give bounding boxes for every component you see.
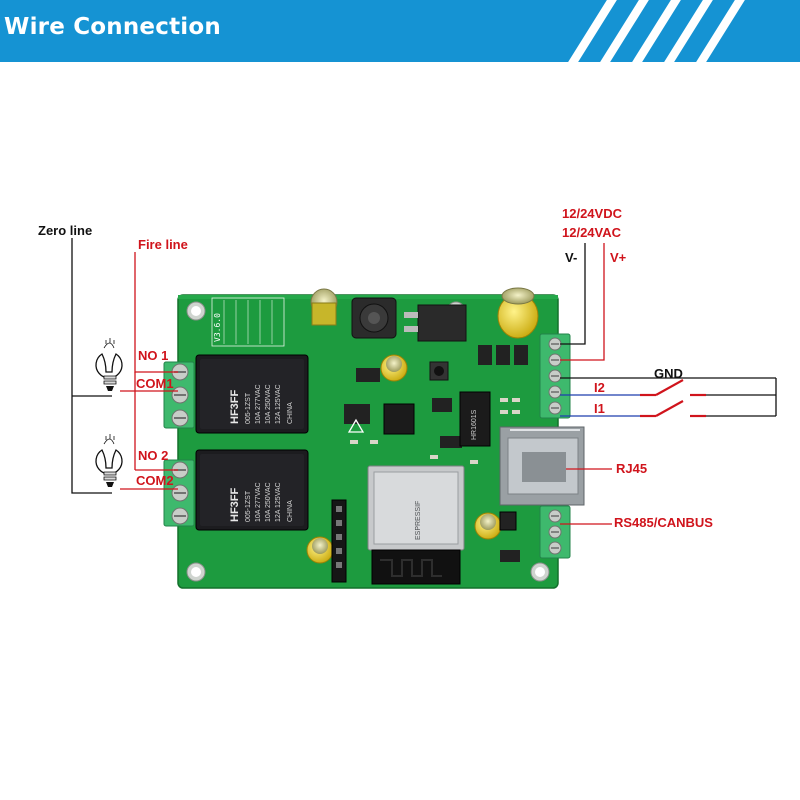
i2-label: I2 bbox=[594, 380, 605, 395]
i1-label: I1 bbox=[594, 401, 605, 416]
terminal-block-power-inputs bbox=[539, 333, 571, 419]
terminal-block-relay-1 bbox=[163, 361, 195, 429]
relay-2-rating: 10A 250VAC bbox=[265, 482, 272, 522]
gnd-label: GND bbox=[654, 366, 683, 381]
version-text: V3.6.0 bbox=[213, 313, 222, 342]
page-title: Wire Connection bbox=[4, 14, 221, 40]
sot-chip bbox=[344, 404, 370, 424]
ethernet-transformer: HR1601S bbox=[459, 391, 491, 447]
rs485-canbus-label: RS485/CANBUS bbox=[614, 515, 713, 530]
com1-label: COM1 bbox=[136, 376, 174, 391]
pcb-board: V3.6.0 HF3FF 005-1ZST 10A 277VAC 10A 250… bbox=[163, 287, 585, 589]
sot-chip bbox=[440, 436, 462, 448]
input-i1-wire bbox=[560, 400, 706, 418]
relay-2: HF3FF 005-1ZST 10A 277VAC 10A 250VAC 12A… bbox=[195, 449, 309, 531]
supply-dc-label: 12/24VDC bbox=[562, 206, 622, 221]
capacitor bbox=[474, 512, 502, 540]
inductor bbox=[351, 297, 397, 339]
sot-chip bbox=[500, 550, 520, 562]
relay-1: HF3FF 005-1ZST 10A 277VAC 10A 250VAC 12A… bbox=[195, 354, 309, 434]
jumper bbox=[499, 511, 517, 531]
v-plus-wire bbox=[560, 243, 605, 361]
no1-label: NO 1 bbox=[138, 348, 169, 363]
voltage-regulator bbox=[404, 304, 467, 342]
warning-symbol bbox=[347, 418, 365, 433]
module-brand-label: ESPRESSIF bbox=[415, 501, 422, 540]
mounting-hole bbox=[530, 562, 550, 582]
v-minus-wire bbox=[560, 243, 586, 345]
silkscreen-block: V3.6.0 bbox=[211, 297, 285, 347]
capacitor bbox=[310, 288, 338, 326]
fire-line-label: Fire line bbox=[138, 237, 188, 252]
no2-label: NO 2 bbox=[138, 448, 169, 463]
capacitor bbox=[306, 536, 334, 564]
relay-1-rating: 10A 250VAC bbox=[265, 384, 272, 424]
mosfet bbox=[514, 345, 528, 365]
rj45-jack bbox=[499, 426, 585, 506]
v-minus-label: V- bbox=[565, 250, 578, 265]
relay-1-brand: HF3FF bbox=[229, 390, 241, 425]
sot-chip bbox=[432, 398, 452, 412]
mcu-chip bbox=[383, 403, 415, 435]
capacitor bbox=[497, 287, 539, 339]
supply-ac-label: 12/24VAC bbox=[562, 225, 622, 240]
relay-1-origin: CHINA bbox=[287, 402, 294, 424]
eth-chip-label: HR1601S bbox=[471, 409, 478, 440]
com2-label: COM2 bbox=[136, 473, 174, 488]
terminal-block-rs485 bbox=[539, 505, 571, 559]
rj45-label: RJ45 bbox=[616, 461, 648, 476]
v-plus-label: V+ bbox=[610, 250, 627, 265]
resistor-array bbox=[350, 398, 520, 464]
light-bulb-icon bbox=[95, 338, 123, 391]
mounting-hole bbox=[186, 301, 206, 321]
relay-2-model: 005-1ZST bbox=[245, 490, 252, 522]
zero-line-wire bbox=[71, 238, 112, 494]
pin-header bbox=[331, 499, 347, 583]
button-cap bbox=[434, 366, 444, 376]
capacitor bbox=[380, 354, 408, 382]
relay-2-brand: HF3FF bbox=[229, 488, 241, 523]
relay-1-rating: 10A 277VAC bbox=[255, 384, 262, 424]
light-bulb-icon bbox=[95, 434, 123, 487]
relay-1-rating: 12A 125VAC bbox=[275, 384, 282, 424]
input-i2-wire bbox=[560, 379, 706, 397]
sot-chip bbox=[356, 368, 380, 382]
fire-line-wire bbox=[120, 252, 178, 490]
mosfet bbox=[496, 345, 510, 365]
gnd-wire bbox=[560, 377, 777, 417]
mosfet bbox=[478, 345, 492, 365]
esp32-module: ESPRESSIF bbox=[367, 465, 465, 585]
zero-line-label: Zero line bbox=[38, 223, 93, 238]
title-banner: Wire Connection bbox=[0, 0, 800, 62]
relay-1-model: 005-1ZST bbox=[245, 392, 252, 424]
relay-2-rating: 12A 125VAC bbox=[275, 482, 282, 522]
relay-2-origin: CHINA bbox=[287, 500, 294, 522]
relay-2-rating: 10A 277VAC bbox=[255, 482, 262, 522]
mounting-hole bbox=[186, 562, 206, 582]
